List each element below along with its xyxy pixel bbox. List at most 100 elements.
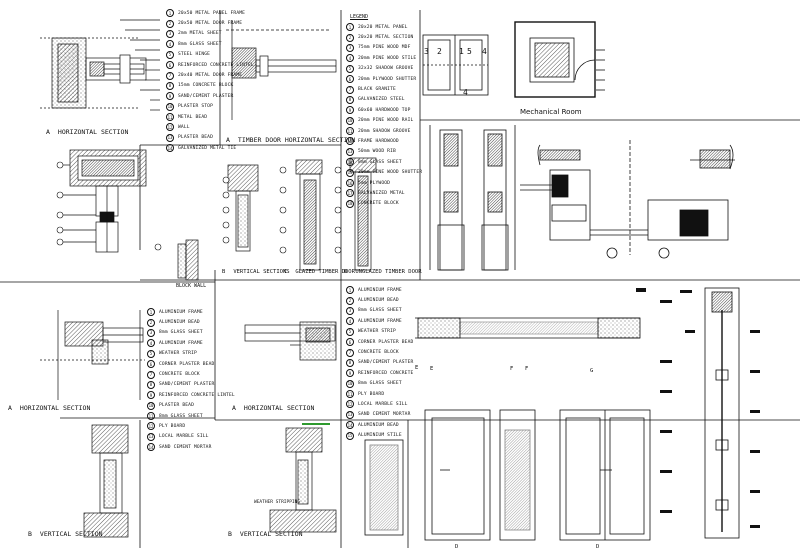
window-plan-detail-drawing (520, 140, 735, 259)
section-mark: E (430, 366, 434, 372)
leader-markers (56, 161, 342, 254)
door-elevations-drawing (364, 409, 651, 541)
caption-mechanical-room: Mechanical Room (520, 108, 582, 116)
timber-door-horizontal-drawing (226, 20, 337, 120)
window-mark: 4 (463, 88, 469, 97)
caption-block-wall: BLOCK WALL (176, 283, 207, 289)
window-mark: 5 (467, 47, 473, 56)
window-mark: 1 (459, 47, 465, 56)
section-mark: D (596, 544, 600, 550)
horizontal-section-2-drawing (40, 310, 145, 400)
horizontal-section-1-drawing (40, 19, 160, 111)
section-mark: D (455, 544, 459, 550)
sliding-window-sections-drawing (429, 125, 516, 271)
top-right-drawings (422, 21, 605, 98)
section-mark: E (415, 365, 419, 371)
window-mark: 2 (437, 47, 443, 56)
legend-title: LEGEND (350, 14, 369, 20)
section-mark: G (590, 368, 594, 374)
elevation-marks (636, 288, 760, 528)
vertical-section-bottom-1-drawing (83, 424, 129, 538)
section-mark: F (510, 366, 514, 372)
sheet-dividers (0, 10, 800, 548)
wall-section-drawing (415, 287, 740, 539)
window-mark: 4 (482, 47, 488, 56)
vertical-section-bottom-2-drawing (269, 423, 337, 533)
vertical-sections-drawing (227, 157, 377, 271)
section-mark: F (525, 366, 529, 372)
horizontal-section-3-drawing (244, 321, 337, 361)
vertical-section-top-left-drawing (60, 149, 199, 281)
window-mark: 3 (424, 47, 430, 56)
